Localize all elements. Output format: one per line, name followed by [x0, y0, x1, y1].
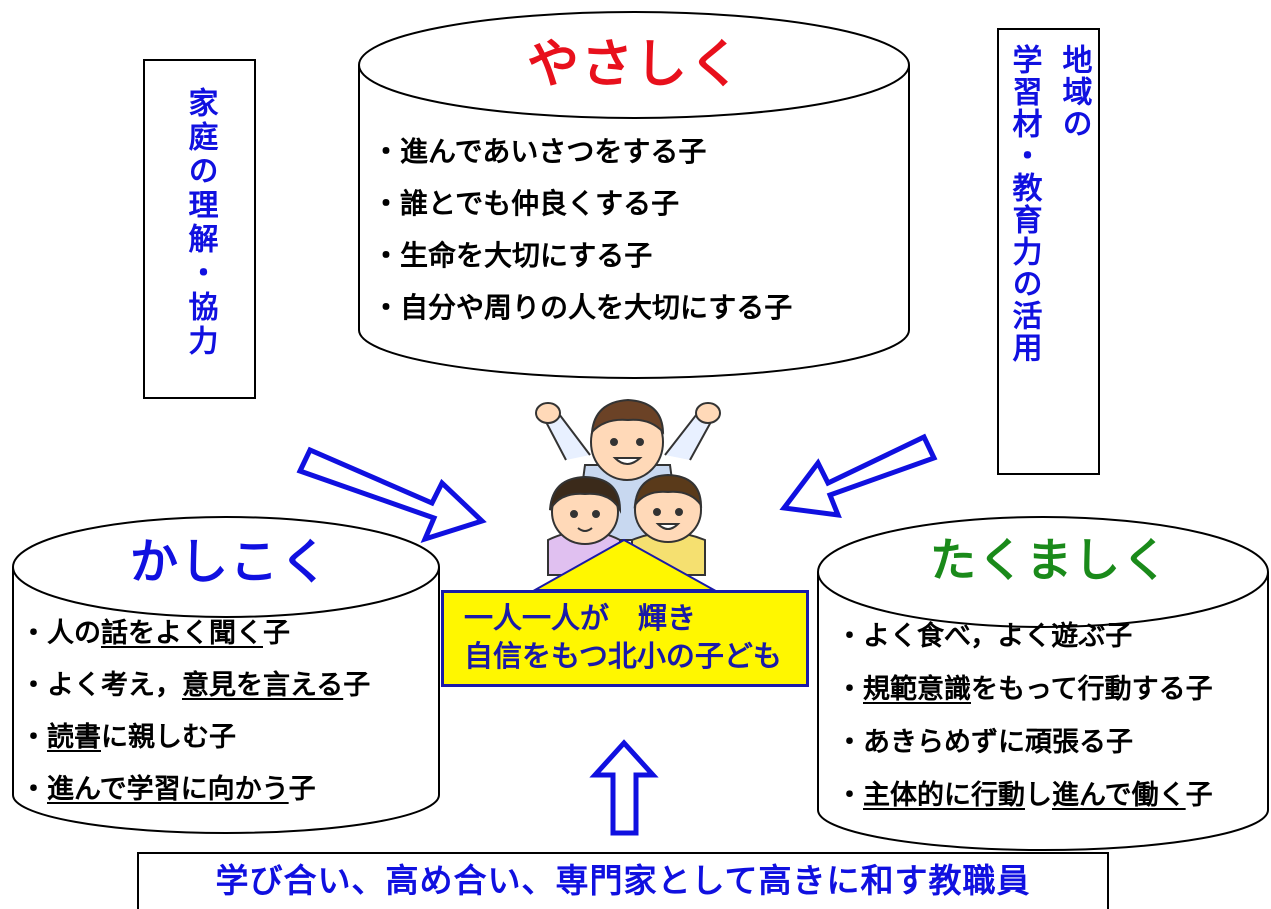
list-item: ・主体的に行動し進んで働く子: [836, 780, 1213, 811]
kashikoku-title: かしこく: [129, 534, 330, 590]
list-item: ・進んであいさつをする子: [372, 135, 707, 168]
family-cooperation-text: 家庭の理解・協力: [182, 87, 218, 359]
kashikoku-list: ・人の話をよく聞く子 ・よく考え，意見を言える子 ・読書に親しむ子 ・進んで学習…: [20, 608, 370, 816]
community-resources-line1: 地域の: [1056, 44, 1092, 140]
takumashiku-title: たくましく: [930, 533, 1170, 587]
school-goal-box: 一人一人が 輝き 自信をもつ北小の子ども: [441, 590, 809, 687]
list-item: ・自分や周りの人を大切にする子: [372, 291, 793, 324]
list-item: ・誰とでも仲良くする子: [372, 187, 680, 220]
children-illustration: [531, 398, 721, 591]
list-item: ・人の話をよく聞く子: [20, 618, 290, 649]
list-item: ・よく食べ，よく遊ぶ子: [836, 621, 1133, 652]
list-item: ・あきらめずに頑張る子: [836, 727, 1133, 758]
list-item: ・進んで学習に向かう子: [20, 774, 316, 805]
list-item: ・よく考え，意見を言える子: [20, 670, 371, 701]
school-goal-line1: 一人一人が 輝き: [464, 601, 697, 635]
yasashiku-list: ・進んであいさつをする子 ・誰とでも仲良くする子 ・生命を大切にする子 ・自分や…: [372, 126, 792, 334]
arrow-left-down-icon: [779, 433, 938, 519]
takumashiku-cylinder: [817, 516, 1269, 851]
arrow-right-down-icon: [296, 446, 487, 544]
community-resources-line2: 学習材・教育力の活用: [1006, 44, 1042, 364]
staff-motto: 学び合い、高め合い、専門家として高きに和す教職員: [137, 852, 1109, 909]
kashikoku-cylinder: [12, 516, 440, 834]
arrow-up-icon: [589, 739, 659, 836]
yasashiku-title: やさしく: [526, 35, 743, 95]
school-goal-line2: 自信をもつ北小の子ども: [464, 639, 782, 673]
takumashiku-list: ・よく食べ，よく遊ぶ子 ・規範意識をもって行動する子 ・あきらめずに頑張る子 ・…: [836, 610, 1213, 822]
list-item: ・読書に親しむ子: [20, 722, 236, 753]
list-item: ・規範意識をもって行動する子: [836, 674, 1213, 705]
list-item: ・生命を大切にする子: [372, 239, 653, 272]
family-cooperation-box: 家庭の理解・協力: [143, 59, 256, 399]
yasashiku-cylinder: [358, 11, 910, 379]
community-resources-box: 地域の 学習材・教育力の活用: [997, 28, 1100, 475]
